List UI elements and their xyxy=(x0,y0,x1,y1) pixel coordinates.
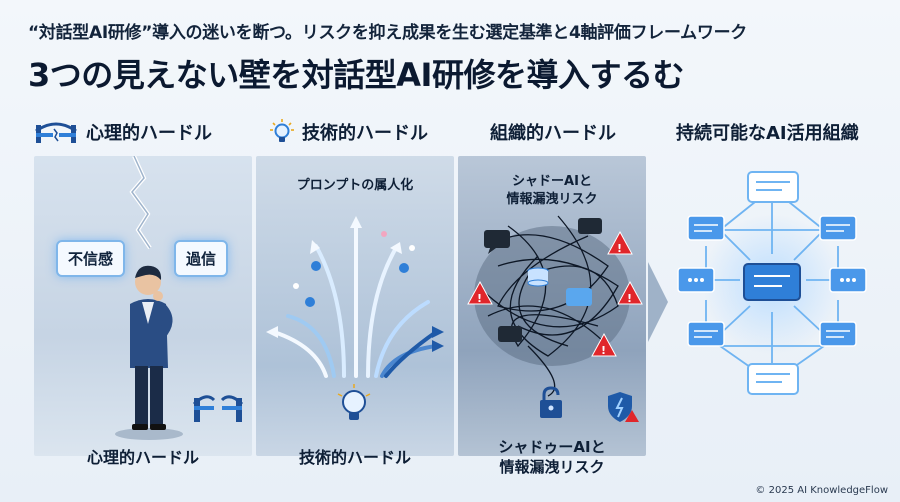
column-heading-label: 持続可能なAI活用組織 xyxy=(676,123,859,144)
organizational-panel: シャドーAIと 情報漏洩リスク xyxy=(458,156,646,456)
svg-text:!: ! xyxy=(477,292,482,305)
organizational-bottom-label-2: 情報漏洩リスク xyxy=(499,458,605,476)
organizational-illustration: !! !! xyxy=(467,215,643,422)
lightbulb-icon xyxy=(270,119,294,142)
copyright: © 2025 AI KnowledgeFlow xyxy=(755,485,888,496)
technical-panel: プロンプトの属人化 xyxy=(256,156,454,456)
psychological-illustration xyxy=(115,156,244,440)
page-title: 3つの見えない壁を対話型AI研修を導入するむ xyxy=(28,56,684,94)
technical-panel-label: プロンプトの属人化 xyxy=(296,178,414,193)
column-heading-label: 技術的ハードル xyxy=(302,123,428,144)
sustainable-network-illustration xyxy=(677,171,867,395)
psychological-panel: 不信感 過信 xyxy=(34,156,252,456)
organizational-panel-label-2: 情報漏洩リスク xyxy=(506,192,598,207)
organizational-panel-label-1: シャドーAIと xyxy=(512,174,592,189)
svg-text:!: ! xyxy=(627,292,632,305)
column-heading-sustainable: 持続可能なAI活用組織 xyxy=(676,117,859,147)
svg-text:!: ! xyxy=(601,344,606,357)
organizational-bottom-label-1: シャドゥーAIと xyxy=(498,438,606,456)
overconfidence-bubble: 過信 xyxy=(174,240,229,277)
column-heading-technical: 技術的ハードル xyxy=(270,117,428,147)
distrust-bubble: 不信感 xyxy=(56,240,126,277)
column-heading-organizational: 組織的ハードル xyxy=(490,117,616,147)
subtitle: “対話型AI研修”導入の迷いを断つ。リスクを抑え成果を生む選定基準と4軸評価フレ… xyxy=(28,23,747,43)
column-heading-psychological: 心理的ハードル xyxy=(34,117,212,147)
transition-arrow-icon xyxy=(648,262,668,342)
technical-illustration xyxy=(266,216,444,420)
bridge-icon xyxy=(35,122,77,143)
column-heading-label: 心理的ハードル xyxy=(86,123,212,144)
svg-text:!: ! xyxy=(617,242,622,255)
column-heading-label: 組織的ハードル xyxy=(490,123,616,144)
technical-bottom-label: 技術的ハードル xyxy=(298,448,411,467)
psychological-bottom-label: 心理的ハードル xyxy=(86,448,199,467)
